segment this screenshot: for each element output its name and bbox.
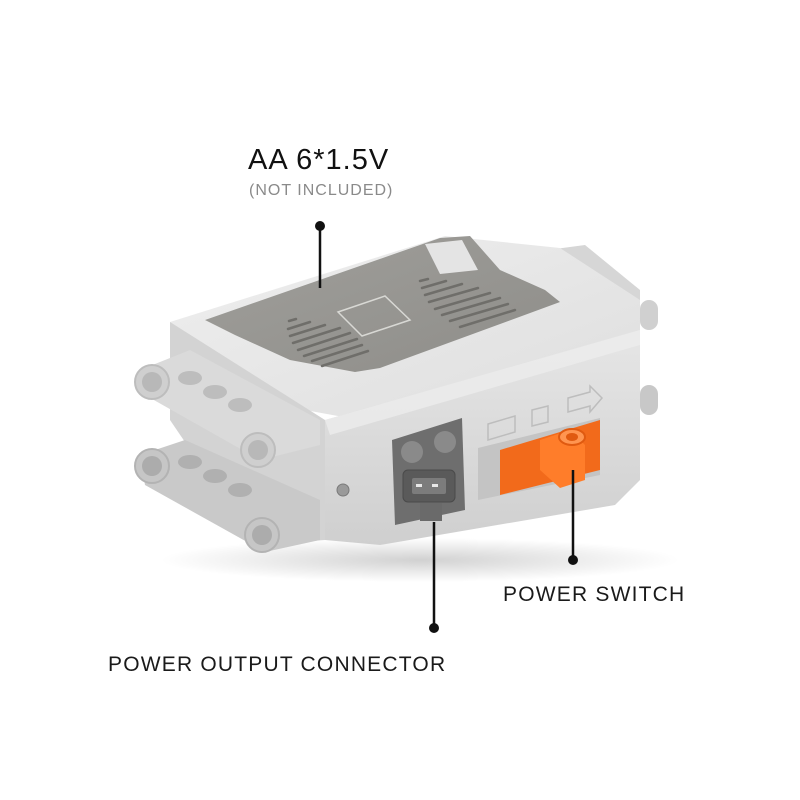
ground-shadow xyxy=(160,538,680,582)
power-switch-label: POWER SWITCH xyxy=(503,583,686,606)
power-output-connector-label: POWER OUTPUT CONNECTOR xyxy=(108,653,447,676)
left-upper-beam xyxy=(134,350,320,468)
lid-vents-right xyxy=(418,277,517,329)
battery-not-included-note: (NOT INCLUDED) xyxy=(249,182,394,199)
callout-output-connector xyxy=(429,522,439,633)
lid-vents-left xyxy=(286,317,370,368)
battery-spec-title: AA 6*1.5V xyxy=(248,144,390,176)
callout-power-switch xyxy=(568,470,578,565)
left-lower-beam xyxy=(134,440,320,553)
screw xyxy=(336,483,350,497)
output-connector xyxy=(392,418,465,525)
battery-lid xyxy=(205,236,560,372)
switch-markings xyxy=(487,384,604,442)
callout-battery xyxy=(315,221,325,288)
